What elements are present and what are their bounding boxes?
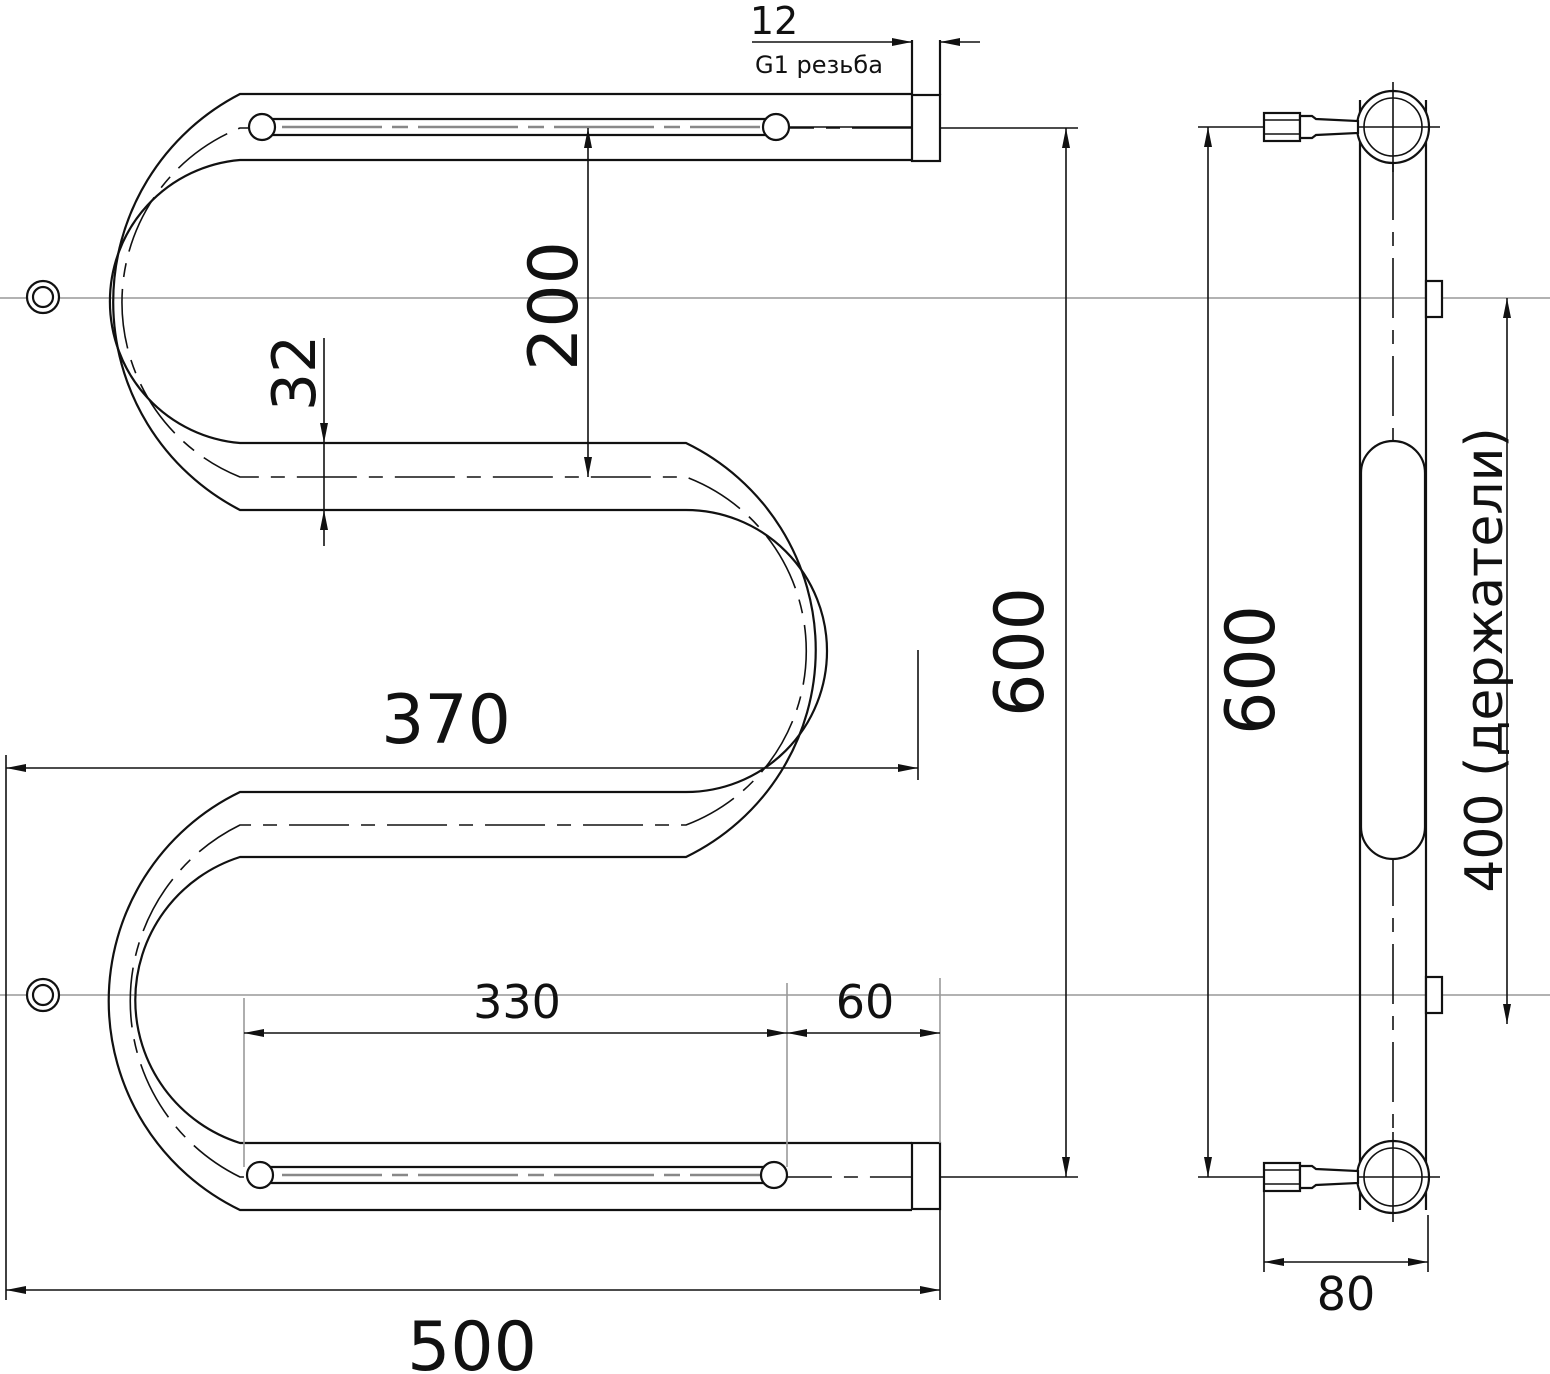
holder-tab-bottom: [1424, 975, 1444, 1015]
side-view: 600 400 (держатели) 80: [1198, 82, 1515, 1321]
pipe-end-circle-top: [1346, 82, 1440, 172]
top-rail: [247, 112, 912, 142]
thread-dimension-label: 12: [750, 0, 798, 43]
outlet-offset-label: 60: [836, 975, 895, 1029]
holder-spacing-label: 400 (держатели): [1455, 427, 1515, 892]
dimension-outlet-offset: 60: [787, 975, 940, 1037]
dimension-top-gap: 200: [515, 128, 594, 477]
pipe-centerline: [121, 127, 912, 1178]
thread-note-label: G1 резьба: [755, 51, 883, 79]
dimension-wall-offset: 80: [1264, 1258, 1428, 1321]
dimension-holder-spacing: 400 (держатели): [1455, 298, 1515, 1024]
holder-mount-top: [25, 279, 61, 315]
thread-end-bottom: [910, 1141, 942, 1211]
holder-tab-top: [1424, 279, 1444, 319]
pipe-end-circle-bottom: [1346, 1132, 1440, 1222]
pipe-diameter-label: 32: [260, 335, 330, 411]
height-label: 600: [981, 587, 1060, 717]
wall-offset-label: 80: [1317, 1267, 1376, 1321]
dimension-height: 600: [981, 128, 1070, 1177]
dimension-inner-width: 370: [6, 681, 918, 772]
fitting-bottom: [1262, 1161, 1360, 1193]
inner-width-label: 370: [381, 681, 511, 760]
side-rail-section: [1359, 439, 1427, 861]
dimension-thread: 12 G1 резьба: [750, 0, 980, 79]
pipe-outer-contour: [107, 92, 912, 1212]
thread-end-top: [910, 93, 942, 163]
dimension-rail-length: 330: [244, 975, 787, 1037]
rail-length-label: 330: [473, 975, 561, 1029]
dimension-pipe-diameter: 32: [260, 335, 330, 546]
top-gap-label: 200: [515, 241, 594, 371]
holder-mount-bottom: [25, 977, 61, 1013]
dimension-total-width: 500: [6, 1286, 940, 1374]
total-width-label: 500: [407, 1308, 537, 1374]
side-height-label: 600: [1212, 605, 1291, 735]
pipe-inner-contour: [108, 158, 912, 1145]
fitting-top: [1262, 111, 1360, 143]
bottom-rail: [245, 1160, 789, 1190]
dimension-side-height: 600: [1204, 127, 1291, 1177]
